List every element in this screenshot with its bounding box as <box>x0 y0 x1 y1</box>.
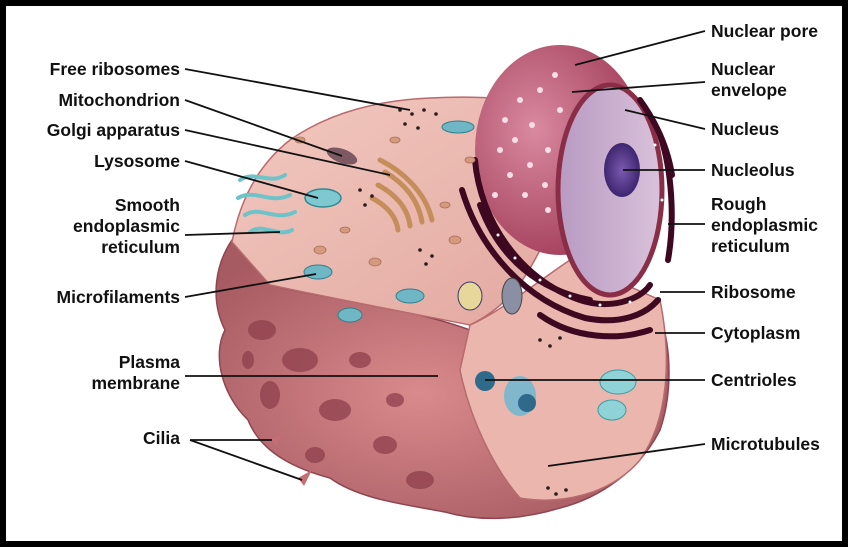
label-nuclear-pore: Nuclear pore <box>711 21 818 42</box>
label-microtubules-line-1: Microtubules <box>711 434 820 455</box>
label-centrioles: Centrioles <box>711 370 797 391</box>
label-golgi-apparatus-line-1: Golgi apparatus <box>47 120 180 141</box>
label-plasma-membrane: Plasma membrane <box>91 352 180 394</box>
label-nucleolus-line-1: Nucleolus <box>711 160 795 181</box>
label-nucleolus: Nucleolus <box>711 160 795 181</box>
label-nuclear-envelope-line-1: Nuclear <box>711 59 787 80</box>
label-rough-er-line-3: reticulum <box>711 236 818 257</box>
label-smooth-er-line-1: Smooth <box>73 195 180 216</box>
leader-nuclear-pore <box>575 31 705 65</box>
label-microfilaments-line-1: Microfilaments <box>57 287 181 308</box>
label-microfilaments: Microfilaments <box>57 287 181 308</box>
label-plasma-membrane-line-2: membrane <box>91 373 180 394</box>
label-rough-er-line-1: Rough <box>711 194 818 215</box>
label-rough-er-line-2: endoplasmic <box>711 215 818 236</box>
label-ribosome-line-1: Ribosome <box>711 282 796 303</box>
label-free-ribosomes-line-1: Free ribosomes <box>50 59 180 80</box>
label-nuclear-pore-line-1: Nuclear pore <box>711 21 818 42</box>
leader-free-ribosomes <box>185 69 410 110</box>
label-cytoplasm-line-1: Cytoplasm <box>711 323 800 344</box>
label-nucleus-line-1: Nucleus <box>711 119 779 140</box>
label-mitochondrion: Mitochondrion <box>58 90 180 111</box>
label-smooth-er: Smooth endoplasmic reticulum <box>73 195 180 258</box>
label-lysosome-line-1: Lysosome <box>94 151 180 172</box>
label-rough-er: Rough endoplasmic reticulum <box>711 194 818 257</box>
label-cilia: Cilia <box>143 428 180 449</box>
lysosome-shape <box>305 189 341 207</box>
label-smooth-er-line-3: reticulum <box>73 237 180 258</box>
label-ribosome: Ribosome <box>711 282 796 303</box>
label-plasma-membrane-line-1: Plasma <box>91 352 180 373</box>
label-golgi-apparatus: Golgi apparatus <box>47 120 180 141</box>
label-lysosome: Lysosome <box>94 151 180 172</box>
label-cytoplasm: Cytoplasm <box>711 323 800 344</box>
label-mitochondrion-line-1: Mitochondrion <box>58 90 180 111</box>
label-nuclear-envelope-line-2: envelope <box>711 80 787 101</box>
label-smooth-er-line-2: endoplasmic <box>73 216 180 237</box>
label-nuclear-envelope: Nuclear envelope <box>711 59 787 101</box>
label-cilia-line-1: Cilia <box>143 428 180 449</box>
label-nucleus: Nucleus <box>711 119 779 140</box>
label-microtubules: Microtubules <box>711 434 820 455</box>
label-free-ribosomes: Free ribosomes <box>50 59 180 80</box>
label-centrioles-line-1: Centrioles <box>711 370 797 391</box>
